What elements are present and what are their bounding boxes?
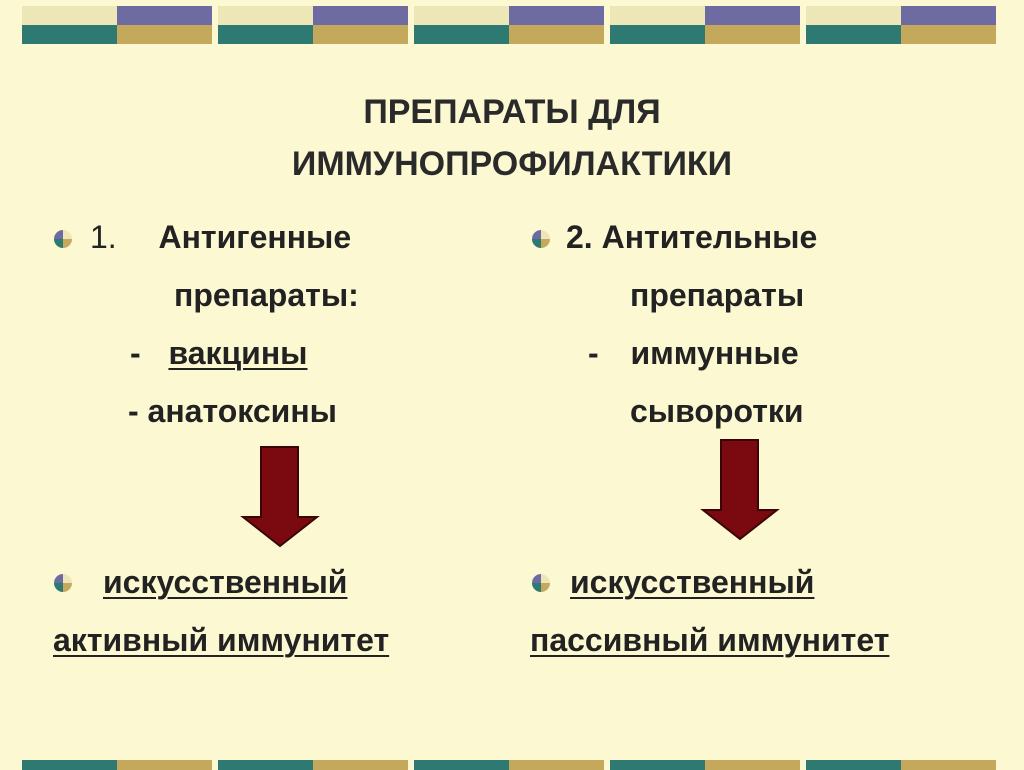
deco-block (218, 6, 408, 44)
deco-block (218, 760, 408, 770)
right-item-sera: сыворотки (630, 393, 804, 429)
left-heading-line-1: 1. Антигенные (90, 208, 351, 266)
right-item-immune: - иммунные (588, 324, 799, 382)
title-line-1: ПРЕПАРАТЫ ДЛЯ (363, 93, 661, 131)
left-heading-line-2: препараты: (174, 277, 359, 313)
down-arrow-icon (700, 439, 780, 541)
right-item-immune-text: иммунные (630, 335, 799, 371)
deco-block (414, 760, 604, 770)
bullet-icon (532, 574, 550, 592)
left-item-number: 1. (90, 219, 117, 255)
title-line-2: ИММУНОПРОФИЛАКТИКИ (291, 145, 733, 183)
right-heading-line-2: препараты (630, 277, 805, 313)
right-dash: - (588, 335, 599, 371)
deco-block (414, 6, 604, 44)
slide-title: ПРЕПАРАТЫ ДЛЯ ИММУНОПРОФИЛАКТИКИ (0, 86, 1024, 190)
left-item-vaccines-text: вакцины (168, 335, 308, 371)
deco-block (22, 6, 212, 44)
bullet-icon (532, 230, 550, 248)
down-arrow-icon (240, 446, 320, 548)
bottom-decorative-band (0, 760, 1024, 770)
top-decorative-band (0, 6, 1024, 46)
right-result-line-2: пассивный иммунитет (530, 622, 890, 658)
bullet-icon (54, 574, 72, 592)
right-result-line-1: искусственный (570, 564, 815, 600)
left-heading-text: Антигенные (158, 219, 352, 255)
deco-block (22, 760, 212, 770)
left-item-vaccines: - вакцины (130, 324, 308, 382)
deco-block (610, 760, 800, 770)
right-heading-line-1: 2. Антительные (566, 219, 818, 255)
left-dash: - (130, 335, 141, 371)
deco-block (610, 6, 800, 44)
bullet-icon (54, 230, 72, 248)
left-item-anatoxins: - анатоксины (128, 393, 337, 429)
deco-block (806, 760, 996, 770)
left-result-line-2: активный иммунитет (53, 622, 390, 658)
deco-block (806, 6, 996, 44)
left-result-line-1: искусственный (103, 564, 348, 600)
